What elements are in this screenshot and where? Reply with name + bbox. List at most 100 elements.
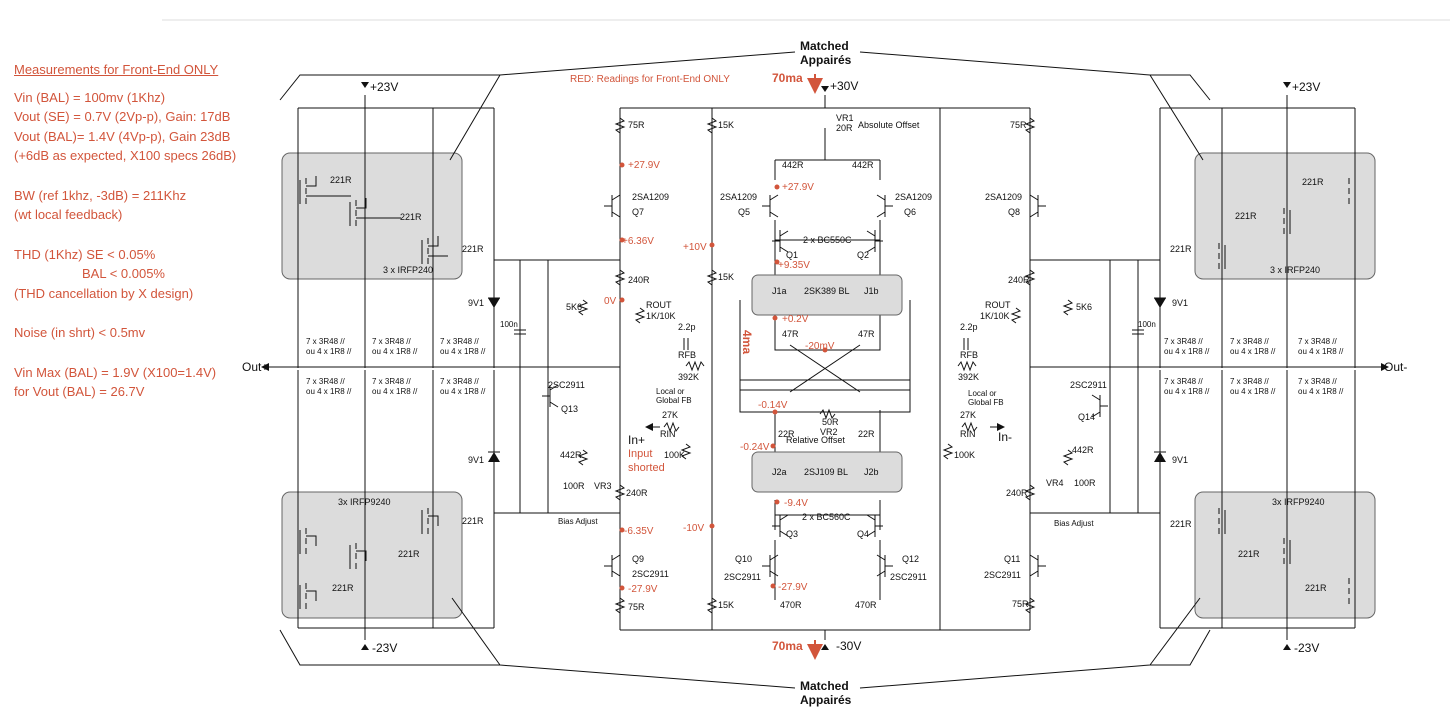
source-resistor-label: 7 x 3R48 //	[306, 337, 345, 346]
gate-resistor-label: 221R	[1302, 177, 1324, 187]
rfb-value: 392K	[678, 372, 699, 382]
rail-pos23-right: +23V	[1292, 80, 1320, 94]
reading-v935: +9.35V	[778, 260, 810, 271]
source-resistor-label: ou 4 x 1R8 //	[1298, 387, 1344, 396]
res-470r: 470R	[780, 600, 802, 610]
pmos-module-left	[281, 491, 463, 619]
q10-type: 2SC2911	[724, 572, 761, 582]
q9-label: Q9	[632, 554, 644, 564]
source-resistor-label: ou 4 x 1R8 //	[1298, 347, 1344, 356]
nmos-module-right	[1194, 152, 1376, 280]
note-line: (+6dB as expected, X100 specs 26dB)	[14, 148, 237, 163]
out-plus-label: Out+	[242, 360, 268, 374]
q14-type: 2SC2911	[1070, 380, 1107, 390]
res-240r: 240R	[626, 488, 648, 498]
source-resistor-label: ou 4 x 1R8 //	[306, 387, 352, 396]
res-22r: 22R	[778, 429, 795, 439]
reading-vm635: -6.35V	[624, 526, 654, 537]
zener-label: 9V1	[468, 298, 484, 308]
cap-label: 100n	[1138, 320, 1156, 329]
source-resistor-label: 7 x 3R48 //	[372, 337, 411, 346]
notes-title: Measurements for Front-End ONLY	[14, 62, 219, 77]
source-resistor-label: 7 x 3R48 //	[372, 377, 411, 386]
rail-neg23-left: -23V	[372, 641, 397, 655]
measurement-notes: Measurements for Front-End ONLY Vin (BAL…	[14, 60, 279, 402]
source-resistor-label: 7 x 3R48 //	[1298, 337, 1337, 346]
out-minus-label: Out-	[1384, 360, 1407, 374]
reading-vm014: -0.14V	[758, 400, 788, 411]
res-442r: 442R	[782, 160, 804, 170]
res-15k: 15K	[718, 120, 734, 130]
rail-arrow	[821, 644, 829, 650]
input-shorted-label: Input	[628, 448, 652, 460]
vr4-label: VR4	[1046, 478, 1064, 488]
q5-label: Q5	[738, 207, 750, 217]
bias-adjust-label: Bias Adjust	[558, 517, 598, 526]
reading-v636: +6.36V	[622, 236, 654, 247]
matched-bottom: Matched	[800, 679, 849, 693]
reading-vm279: -27.9V	[628, 584, 658, 595]
vr1-value: 20R	[836, 123, 853, 133]
rout-value: 1K/10K	[980, 311, 1010, 321]
gate-resistor-label: 221R	[332, 583, 354, 593]
res-470r: 470R	[855, 600, 877, 610]
current-bottom-reading: 70ma	[772, 639, 803, 653]
source-resistor-label: ou 4 x 1R8 //	[372, 347, 418, 356]
source-resistor-label: ou 4 x 1R8 //	[1230, 347, 1276, 356]
local-fb-label: Local or	[968, 389, 997, 398]
q12-label: Q12	[902, 554, 919, 564]
source-resistor-label: 7 x 3R48 //	[1164, 377, 1203, 386]
reading-vm20mv: -20mV	[805, 341, 835, 352]
reading-v279: +27.9V	[628, 160, 660, 171]
reading-vm024: -0.24V	[740, 442, 770, 453]
q9-type: 2SC2911	[632, 569, 669, 579]
local-fb-label: Local or	[656, 387, 685, 396]
rail-arrow	[1283, 82, 1291, 88]
rout-label: ROUT	[985, 300, 1011, 310]
zener-label: 9V1	[1172, 455, 1188, 465]
rout-label: ROUT	[646, 300, 672, 310]
res-100k: 100K	[664, 450, 685, 460]
source-resistor-label: ou 4 x 1R8 //	[1230, 387, 1276, 396]
reading-v02: +0.2V	[782, 314, 809, 325]
vr1-label: VR1	[836, 113, 854, 123]
rfb-label: RFB	[678, 350, 696, 360]
cap-2p2: 2.2p	[678, 322, 696, 332]
res-100r: 100R	[1074, 478, 1096, 488]
source-resistor-label: 7 x 3R48 //	[1298, 377, 1337, 386]
irfp9240-left-label: 3x IRFP9240	[338, 497, 391, 507]
note-line: BW (ref 1khz, -3dB) = 211Khz	[14, 187, 187, 203]
source-resistor-label: 7 x 3R48 //	[1230, 337, 1269, 346]
res-15k: 15K	[718, 600, 734, 610]
source-resistor-label: ou 4 x 1R8 //	[372, 387, 418, 396]
res-5k6: 5K6	[566, 302, 582, 312]
res-100r: 100R	[563, 481, 585, 491]
res-75r: 75R	[628, 120, 645, 130]
rail-arrow	[1283, 644, 1291, 650]
rail-arrow	[821, 86, 829, 92]
source-resistor-label: ou 4 x 1R8 //	[306, 347, 352, 356]
res-27k: 27K	[960, 410, 976, 420]
res-47r: 47R	[782, 329, 799, 339]
res-75r: 75R	[1012, 599, 1029, 609]
reading-v10p: +10V	[683, 242, 707, 253]
zener-label: 9V1	[468, 455, 484, 465]
q12-type: 2SC2911	[890, 572, 927, 582]
q11-label: Q11	[1004, 554, 1020, 564]
reading-vm94: -9.4V	[784, 498, 808, 509]
note-line: THD (1Khz) SE < 0.05%	[14, 246, 156, 262]
reading-v0: 0V	[604, 296, 617, 307]
jfet-j1b-label: J1b	[864, 286, 879, 296]
source-resistor-label: 7 x 3R48 //	[440, 337, 479, 346]
res-75r: 75R	[628, 602, 645, 612]
q3-label: Q3	[786, 529, 798, 539]
gate-resistor-label: 221R	[1235, 211, 1257, 221]
q1-label: Q1	[786, 250, 798, 260]
source-resistor-label: 7 x 3R48 //	[440, 377, 479, 386]
rail-arrow	[361, 82, 369, 88]
note-line: Vout (BAL)= 1.4V (4Vp-p), Gain 23dB	[14, 128, 231, 144]
res-27k: 27K	[662, 410, 678, 420]
q11-type: 2SC2911	[984, 570, 1021, 580]
irfp240-right-label: 3 x IRFP240	[1270, 265, 1320, 275]
